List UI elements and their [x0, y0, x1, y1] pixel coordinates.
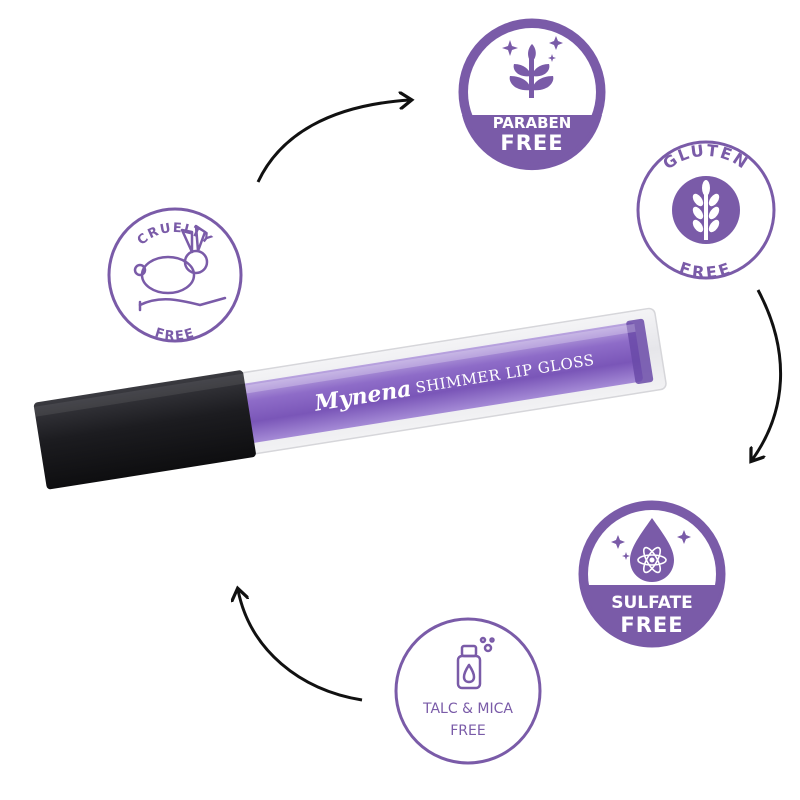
- talc-line2: FREE: [450, 723, 485, 739]
- lip-gloss-product: Mynena SHIMMER LIP GLOSS: [33, 307, 667, 490]
- paraben-free-badge: PARABEN FREE: [458, 18, 606, 171]
- gluten-bottom-text: FREE: [677, 258, 732, 282]
- svg-text:FREE: FREE: [677, 258, 735, 282]
- drop-atom-icon: [611, 518, 691, 582]
- sulfate-line2: FREE: [620, 613, 683, 637]
- talc-mica-free-badge: TALC & MICA FREE: [394, 617, 542, 765]
- svg-text:GLUTEN: GLUTEN: [659, 141, 752, 174]
- paraben-line1: PARABEN: [493, 114, 572, 132]
- cruelty-bottom-text: FREE: [153, 326, 196, 345]
- gluten-top-text: GLUTEN: [659, 141, 750, 174]
- gloss-black-cap: [33, 370, 256, 490]
- svg-text:FREE: FREE: [153, 326, 197, 345]
- sprout-sparkle-icon: [502, 36, 563, 98]
- wheat-icon: [692, 180, 720, 240]
- gloss-purple-tube: [237, 322, 643, 444]
- talc-line1: TALC & MICA: [422, 701, 513, 717]
- sulfate-free-badge: SULFATE FREE: [578, 500, 726, 648]
- gluten-free-badge: GLUTEN FREE: [636, 140, 776, 282]
- arrow-talc-to-cruelty: [238, 590, 363, 702]
- arrow-gluten-to-sulfate: [752, 289, 782, 460]
- arrow-cruelty-to-paraben: [256, 100, 410, 183]
- cruelty-free-badge: CRUELTY FREE: [107, 207, 243, 345]
- bottle-icon: [456, 636, 495, 690]
- rabbit-hand-icon: [133, 224, 227, 312]
- paraben-line2: FREE: [500, 131, 563, 155]
- sulfate-line1: SULFATE: [611, 593, 693, 613]
